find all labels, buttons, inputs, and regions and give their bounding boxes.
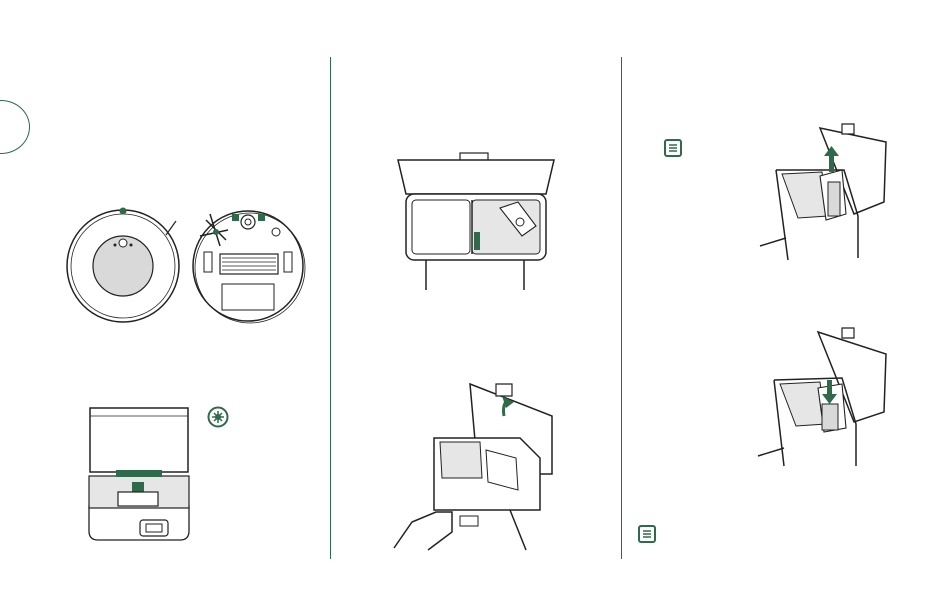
clean-button-icon bbox=[207, 406, 229, 428]
bin-lid-lift-illustration bbox=[392, 382, 562, 552]
bag-removal-illustration bbox=[758, 120, 890, 262]
column-divider-left bbox=[330, 57, 331, 559]
clean-base-dock-illustration bbox=[84, 406, 194, 546]
roomba-bottom-view-illustration bbox=[188, 208, 308, 326]
step-number-circle bbox=[0, 100, 30, 154]
bin-open-lid-illustration bbox=[396, 152, 556, 292]
column-divider-right bbox=[621, 57, 622, 559]
note-icon-bottom bbox=[638, 525, 656, 543]
note-icon-top bbox=[664, 139, 682, 157]
roomba-top-view-illustration bbox=[62, 205, 184, 327]
bag-insertion-illustration bbox=[756, 324, 890, 468]
